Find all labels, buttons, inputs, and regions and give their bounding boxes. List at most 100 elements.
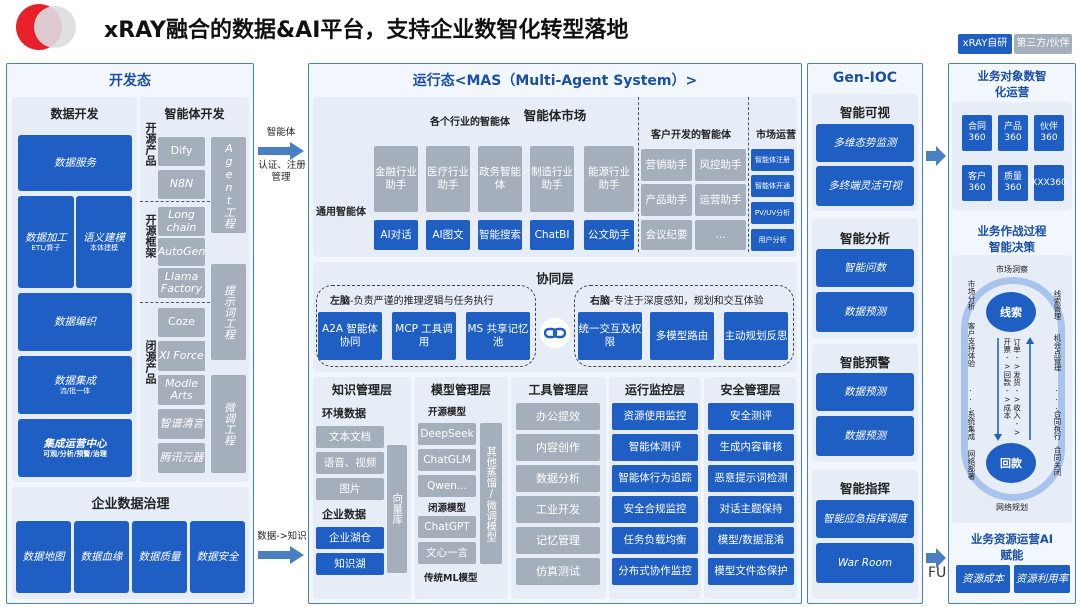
gov-agent: 政务智能体 [478, 146, 522, 212]
ioc-warn-item-2: 数据预测 [816, 416, 914, 456]
agent-dev-title: 智能体开发 [164, 107, 225, 121]
ops-assistant: 运营助手 [695, 184, 746, 216]
data-service: 数据服务 [18, 135, 132, 191]
ioc-command-item-1: 智能应急指挥调度 [816, 500, 914, 538]
finetune-engineering: 微调工程 [211, 375, 246, 473]
prompt-engineering: 提示词工程 [211, 264, 246, 360]
semantic-modeling: 语义建模本体建模 [76, 196, 132, 288]
cycle-left-4: 系统集成 [967, 410, 976, 440]
legend-third: 第三方/伙伴 [1014, 34, 1072, 54]
security-item-1: 安全测评 [708, 403, 794, 430]
obj-xxx: XXX360 [1031, 165, 1067, 201]
llama-factory: Llama Factory [158, 268, 205, 298]
xi-force: XI Force [158, 341, 205, 371]
security-item-5: 模型/数据混淆 [708, 527, 794, 554]
env-data-label: 环境数据 [322, 407, 366, 420]
biz-proc-title: 业务作战过程智能决策 [977, 224, 1047, 254]
audio-video: 语音、视频 [316, 452, 384, 474]
text-docs: 文本文档 [316, 426, 384, 448]
page-title: xRAY融合的数据&AI平台，支持企业数智化转型落地 [104, 18, 629, 43]
tool-item-6: 仿真测试 [516, 558, 600, 585]
obj-partner: 伙伴360 [1034, 115, 1064, 151]
ioc-warn-title: 智能预警 [839, 355, 890, 370]
arrow-dev-to-run-bottom [258, 546, 304, 564]
deepseek: DeepSeek [418, 423, 476, 445]
logo [16, 4, 76, 50]
cycle-top-label: 市场洞察 [996, 265, 1028, 274]
cycle-payment: 回款 [986, 443, 1036, 483]
gov-title: 企业数据治理 [91, 497, 170, 512]
monitor-title: 运行监控层 [624, 383, 685, 397]
cycle-right-1: 线索管理 [1053, 290, 1062, 320]
arrow-label-manage: 管理 [271, 172, 291, 183]
open-model-label: 开源模型 [428, 407, 467, 418]
user-analysis: 用户分析 [751, 229, 794, 251]
data-dev-title: 数据开发 [50, 107, 99, 121]
security-item-2: 生成内容审核 [708, 434, 794, 461]
market-title: 智能体市场 [523, 108, 587, 123]
ioc-command-item-2: War Room [816, 543, 914, 583]
chatgpt: ChatGPT [418, 516, 476, 538]
ent-data-label: 企业数据 [322, 508, 366, 521]
manufacturing-assistant: 制造行业助手 [530, 146, 574, 212]
obj-customer: 客户360 [962, 165, 992, 201]
cycle-right-5: 合同关闭 [1053, 446, 1062, 476]
ioc-vis-item-1: 多维态势监测 [816, 124, 914, 162]
cycle-left-3: ...... [966, 384, 975, 438]
industry-label: 各个行业的智能体 [430, 117, 510, 128]
link-icon [540, 318, 570, 348]
zhipu: 智谱清言 [158, 409, 205, 439]
data-security: 数据安全 [190, 521, 245, 593]
security-item-4: 对话主题保持 [708, 496, 794, 523]
tool-item-3: 数据分析 [516, 465, 600, 492]
left-brain-box [316, 285, 536, 367]
monitor-item-4: 安全合规监控 [612, 496, 698, 523]
modle-arts: Modle Arts [158, 375, 205, 405]
data-map: 数据地图 [16, 521, 71, 593]
arrow-label-agent: 智能体 [266, 127, 296, 138]
other-distilled-models: 其他蒸馏/微调模型 [480, 423, 502, 564]
monitor-item-1: 资源使用监控 [612, 403, 698, 430]
mcp: MCP 工具调用 [392, 312, 456, 360]
risk-assistant: 风控助手 [695, 149, 746, 181]
ms-memory: MS 共享记忆池 [466, 312, 530, 360]
monitor-item-5: 任务负载均衡 [612, 527, 698, 554]
general-label: 通用智能体 [316, 207, 366, 218]
arrow-dev-to-run-top [258, 142, 304, 160]
tool-item-1: 办公提效 [516, 403, 600, 430]
tencent-yuanqi: 腾讯元器 [158, 443, 205, 473]
meeting-minutes: 会议纪要 [641, 220, 692, 250]
security-title: 安全管理层 [720, 383, 781, 397]
qwen: Qwen... [418, 475, 476, 497]
left-brain-desc: 左脑-负责严谨的推理逻辑与任务执行 [330, 296, 494, 307]
agent-activate: 智能体开通 [751, 175, 794, 197]
arrow-label-data-knowledge: 数据->知识 [257, 531, 307, 542]
longchain: Long chain [158, 207, 205, 236]
tool-item-5: 记忆管理 [516, 527, 600, 554]
product-assistant: 产品助手 [641, 184, 692, 216]
finance-assistant: 金融行业助手 [374, 146, 418, 212]
closed-model-label: 闭源模型 [428, 503, 467, 514]
traditional-ml-label: 传统ML模型 [424, 573, 478, 584]
biz-obj-title: 业务对象数智化运营 [977, 69, 1047, 99]
n8n: N8N [158, 170, 205, 199]
fu-text: FU [928, 565, 947, 581]
cycle-bottom-label: 网络规划 [996, 503, 1028, 512]
cycle-right-2: 机会点管理 [1053, 334, 1062, 372]
run-title: 运行态<MAS（Multi-Agent System）> [412, 73, 698, 89]
customer-label: 客户开发的智能体 [651, 130, 731, 141]
obj-quality: 质量360 [998, 165, 1028, 201]
document-assistant: 公文助手 [584, 220, 634, 250]
arrow-label-auth: 认证、注册 [258, 160, 306, 171]
cycle-left-2: 客户支持体验 [967, 322, 976, 367]
ioc-warn-item-1: 数据预测 [816, 373, 914, 411]
monitor-item-3: 智能体行为追踪 [612, 465, 698, 492]
cycle-ring [961, 277, 1065, 501]
coze: Coze [158, 308, 205, 337]
cycle-center-text: 订单->发货->收入->开票->回款->成本 [1002, 338, 1022, 437]
model-title: 模型管理层 [430, 383, 491, 397]
monitor-item-2: 智能体测评 [612, 434, 698, 461]
cycle-lead: 线索 [986, 292, 1036, 332]
tool-item-4: 工业开发 [516, 496, 600, 523]
